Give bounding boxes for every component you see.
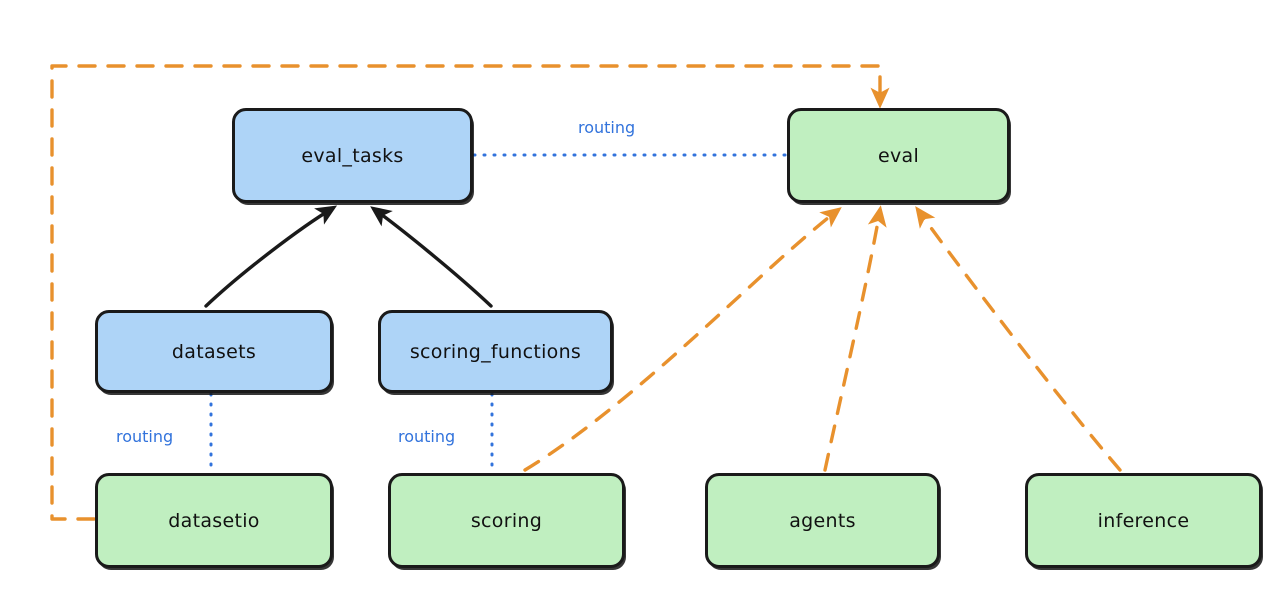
node-scoring[interactable]: scoring [388,473,625,568]
node-label-datasetio: datasetio [168,509,260,532]
node-inference[interactable]: inference [1025,473,1262,568]
node-eval-tasks[interactable]: eval_tasks [232,108,473,203]
edge-datasetio-eval [50,64,890,521]
node-scoring-functions[interactable]: scoring_functions [378,310,613,393]
edge-label-routing-datasetio: routing [116,427,174,446]
edge-datasets-eval-tasks [204,205,338,308]
edge-inference-eval [915,206,1122,472]
edge-label-routing-scoring: routing [398,427,456,446]
edge-agents-eval [823,205,887,472]
node-label-inference: inference [1097,509,1190,532]
node-datasetio[interactable]: datasetio [95,473,333,568]
node-eval[interactable]: eval [787,108,1010,203]
node-label-eval: eval [877,144,920,167]
node-datasets[interactable]: datasets [95,310,333,393]
node-label-scoring: scoring [470,509,543,532]
node-label-datasets: datasets [171,340,257,363]
node-label-agents: agents [789,509,856,532]
node-label-eval-tasks: eval_tasks [301,144,404,167]
node-label-scoring-functions: scoring_functions [409,340,582,363]
edge-scoring-eval [523,207,842,472]
edge-scoring-functions-eval-tasks [370,206,493,308]
node-agents[interactable]: agents [705,473,940,568]
edge-label-routing-eval: routing [578,118,636,137]
